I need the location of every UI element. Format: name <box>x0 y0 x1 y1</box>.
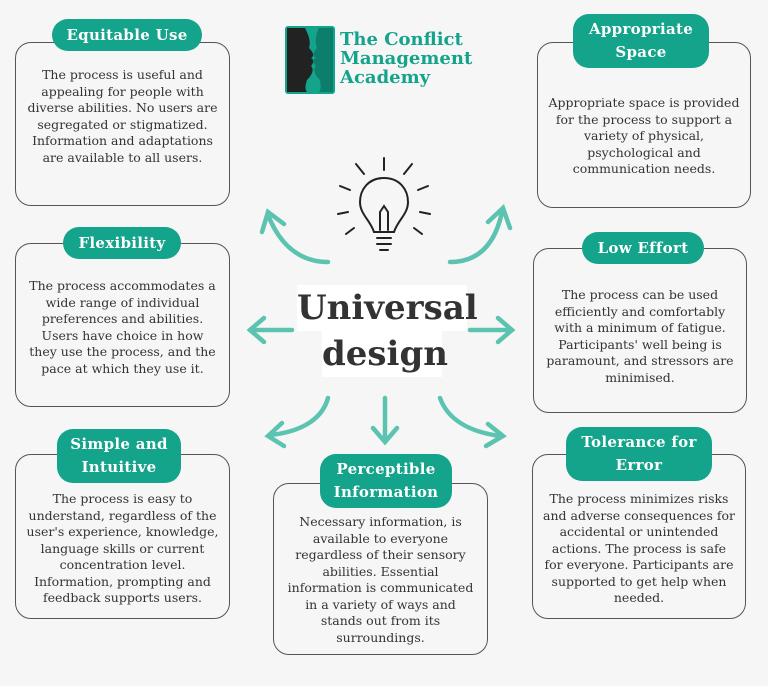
arrow-head-tol <box>483 421 507 449</box>
logo-text: The Conflict Management Academy <box>340 30 472 87</box>
card-equitable-use: The process is useful and appealing for … <box>15 42 230 206</box>
tag-low-effort: Low Effort <box>582 232 704 264</box>
card-appropriate-space: Appropriate space is provided for the pr… <box>537 42 751 208</box>
card-text: The process minimizes risks and adverse … <box>543 491 735 605</box>
arrow-head-perc <box>370 425 400 446</box>
tag-appropriate-space: Appropriate Space <box>573 14 709 68</box>
center-title-line-2: design <box>322 331 448 377</box>
arrow-head-simple <box>264 420 287 449</box>
arrow-head-low <box>495 315 516 345</box>
center-title-line-1: Universal <box>297 285 478 331</box>
card-text: The process is easy to understand, regar… <box>26 491 219 605</box>
logo-line-1: The Conflict <box>340 29 463 50</box>
arrow-head-equitable <box>259 208 287 235</box>
arrow-to-simple <box>267 395 331 438</box>
logo-line-3: Academy <box>340 67 431 88</box>
lightbulb-icon <box>337 157 431 251</box>
card-low-effort: The process can be used efficiently and … <box>533 248 747 413</box>
logo-line-2: Management <box>340 48 473 69</box>
card-text: The process accommodates a wide range of… <box>29 278 216 376</box>
arrow-to-appropriate-space <box>447 209 505 265</box>
card-text: Appropriate space is provided for the pr… <box>548 95 740 176</box>
tag-perceptible-information: Perceptible Information <box>320 454 452 508</box>
card-perceptible-information: Necessary information, is available to e… <box>273 483 488 655</box>
tag-flexibility: Flexibility <box>63 227 181 259</box>
card-text: Necessary information, is available to e… <box>287 514 474 645</box>
tag-tolerance-error: Tolerance for Error <box>566 427 712 481</box>
card-text: The process can be used efficiently and … <box>546 287 734 385</box>
card-text: The process is useful and appealing for … <box>27 67 218 165</box>
face-profile-logo-icon <box>285 26 335 94</box>
tag-equitable-use: Equitable Use <box>52 19 202 51</box>
card-tolerance-error: The process minimizes risks and adverse … <box>532 454 746 619</box>
center-title: Universal design <box>292 285 478 377</box>
arrow-head-flex <box>246 315 267 345</box>
logo <box>285 26 495 94</box>
tag-simple-intuitive: Simple and Intuitive <box>57 429 181 483</box>
arrow-to-equitable-use <box>265 212 331 265</box>
card-flexibility: The process accommodates a wide range of… <box>15 243 230 407</box>
arrow-to-tolerance <box>437 395 503 439</box>
arrow-head-space <box>485 204 513 231</box>
